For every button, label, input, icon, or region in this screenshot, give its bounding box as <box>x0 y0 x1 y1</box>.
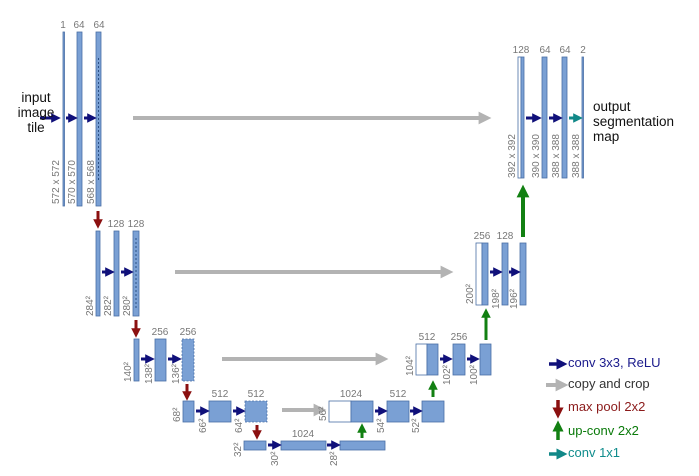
channel-label: 2 <box>580 45 586 56</box>
cropped-copy-r2 <box>475 242 483 306</box>
channel-label: 1 <box>60 20 66 31</box>
size-label: 140² <box>123 361 134 382</box>
legend-pool-label: max pool 2x2 <box>568 399 646 414</box>
channel-label: 256 <box>451 332 468 343</box>
feature-map-bottom-2 <box>280 440 327 451</box>
size-label: 52² <box>411 418 422 433</box>
size-label: 200² <box>465 283 476 304</box>
input-image-tile-label: input image tile <box>17 90 55 135</box>
size-label: 30² <box>270 451 281 466</box>
legend-conv-label: conv 3x3, ReLU <box>568 355 661 370</box>
size-label: 56² <box>318 406 329 421</box>
channel-label: 64 <box>559 45 571 56</box>
upsampled-map-r1 <box>520 56 525 179</box>
size-label: 392 x 392 <box>507 134 518 178</box>
output-map <box>581 56 584 179</box>
channel-label: 64 <box>539 45 551 56</box>
size-label: 570 x 570 <box>67 160 78 204</box>
size-label: 28² <box>329 451 340 466</box>
legend-copy-label: copy and crop <box>568 376 650 391</box>
legend-upconv-label: up-conv 2x2 <box>568 423 639 438</box>
size-label: 104² <box>405 355 416 376</box>
feature-map-bottom-3 <box>339 440 386 451</box>
size-label: 388 x 388 <box>551 134 562 178</box>
channel-label: 512 <box>212 389 229 400</box>
output-segmentation-map-label: output segmentation map <box>593 99 675 144</box>
size-label: 68² <box>172 407 183 422</box>
cropped-copy-r1 <box>517 56 522 179</box>
size-label: 32² <box>233 442 244 457</box>
channel-label: 512 <box>419 332 436 343</box>
feature-map-l2-2 <box>113 230 120 317</box>
channel-label: 512 <box>248 389 265 400</box>
channel-label: 128 <box>128 219 145 230</box>
feature-map-l4-3 <box>244 400 268 423</box>
upsampled-map-r3 <box>426 343 439 376</box>
feature-map-r1-2 <box>541 56 548 179</box>
size-label: 284² <box>85 295 96 316</box>
legend-conv1x1-label: conv 1x1 <box>568 445 621 460</box>
size-label: 66² <box>198 418 209 433</box>
upsampled-map-r2 <box>481 242 489 306</box>
upsampled-map-r4 <box>350 400 374 423</box>
channel-label: 128 <box>513 45 530 56</box>
channel-label: 256 <box>180 327 197 338</box>
size-label: 198² <box>491 288 502 309</box>
channel-label: 512 <box>390 389 407 400</box>
size-label: 390 x 390 <box>531 134 542 178</box>
feature-map-r3-2 <box>452 343 466 376</box>
size-label: 280² <box>122 295 133 316</box>
cropped-copy-r3 <box>415 343 428 376</box>
channel-label: 256 <box>152 327 169 338</box>
size-label: 100² <box>469 364 480 385</box>
size-label: 102² <box>442 364 453 385</box>
feature-map-r2-2 <box>501 242 509 306</box>
feature-map-l3-1 <box>133 338 140 382</box>
size-label: 196² <box>509 288 520 309</box>
channel-label: 1024 <box>292 429 315 440</box>
size-label: 388 x 388 <box>571 134 582 178</box>
size-label: 282² <box>103 295 114 316</box>
feature-map-r4-2 <box>386 400 410 423</box>
cropped-copy-r4 <box>328 400 352 423</box>
feature-map-l3-3 <box>181 338 195 382</box>
feature-map-l1-1 <box>62 31 65 207</box>
size-label: 64² <box>234 418 245 433</box>
channel-label: 128 <box>108 219 125 230</box>
size-label: 572 x 572 <box>51 160 62 204</box>
channel-label: 64 <box>93 20 105 31</box>
size-label: 568 x 568 <box>86 160 97 204</box>
feature-map-l4-1 <box>182 400 195 423</box>
feature-map-l2-1 <box>95 230 101 317</box>
size-label: 136² <box>171 363 182 384</box>
feature-map-r2-3 <box>519 242 527 306</box>
size-label: 138² <box>144 363 155 384</box>
feature-map-r3-3 <box>479 343 492 376</box>
feature-map-r1-3 <box>561 56 568 179</box>
feature-map-bottom-1 <box>243 440 267 451</box>
size-label: 54² <box>376 418 387 433</box>
channel-label: 128 <box>497 231 514 242</box>
channel-label: 64 <box>73 20 85 31</box>
channel-label: 1024 <box>340 389 363 400</box>
feature-map-r4-3 <box>421 400 445 423</box>
feature-map-l4-2 <box>208 400 232 423</box>
channel-label: 256 <box>474 231 491 242</box>
feature-map-l3-2 <box>154 338 167 382</box>
